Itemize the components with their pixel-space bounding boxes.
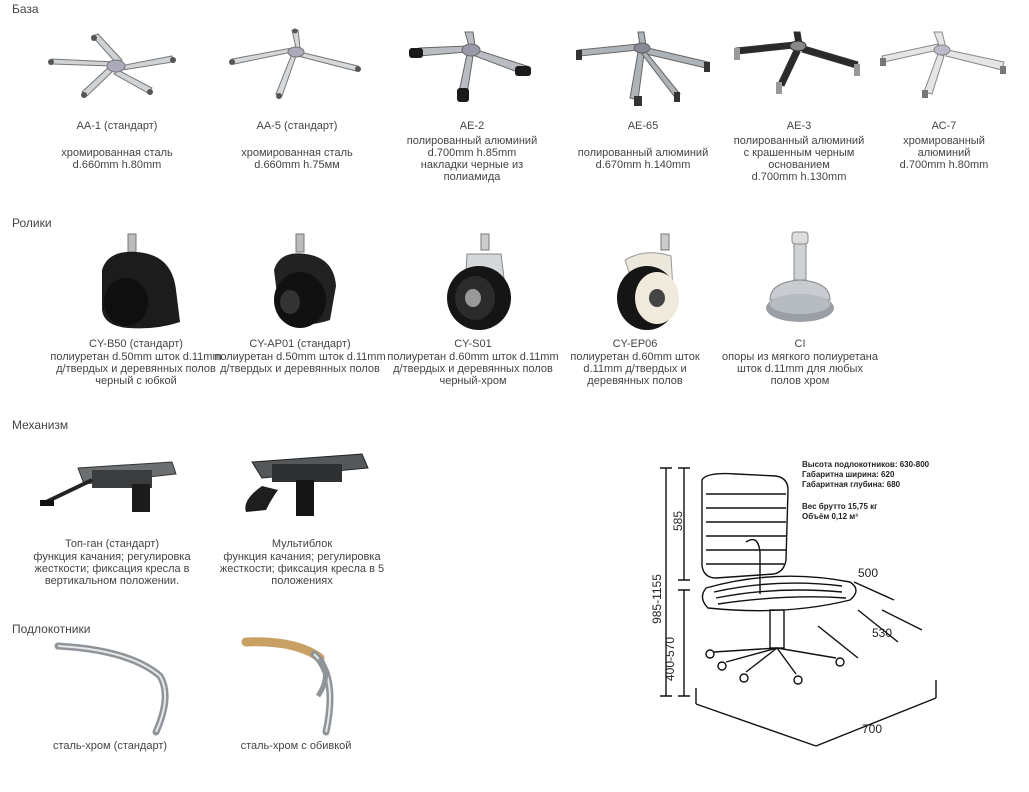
- base-desc: полированный алюминий с крашенным черным…: [733, 135, 865, 183]
- base-item: АС-7 хромированный алюминий d.700mm h.80…: [874, 26, 1014, 171]
- spec-armrest-height: Высота подлокотников: 630-800: [802, 460, 930, 469]
- base-desc: полированный алюминий d.670mm h.140mm: [577, 147, 709, 171]
- base-item: АЕ-3 полированный алюминий с крашенным ч…: [724, 26, 874, 183]
- base-name: АЕ-2: [459, 120, 485, 132]
- caster-name: CY-AP01 (стандарт): [249, 338, 351, 350]
- base-desc: хромированный алюминий d.700mm h.80mm: [899, 135, 989, 171]
- base-name: АС-7: [931, 120, 957, 132]
- mechanism-topgun-image: [40, 461, 177, 512]
- base-name: АА-1 (стандарт): [76, 120, 158, 132]
- caster-cys01-image: [447, 233, 511, 330]
- armrest-name: сталь-хром с обивкой: [240, 740, 352, 752]
- base-ae3-image: [734, 31, 860, 94]
- mechanism-name: Мультиблок: [271, 538, 333, 550]
- base-item: АЕ-2 полированный алюминий d.700mm h.85m…: [392, 26, 552, 183]
- caster-item: CY-B50 (стандарт) полиуретан d.50mm шток…: [46, 230, 226, 387]
- dim-total: 985-1155: [649, 574, 664, 624]
- base-desc: полированный алюминий d.700mm h.85mm нак…: [406, 135, 538, 183]
- armrest-padded-image: [241, 637, 334, 736]
- base-item: АА-1 (стандарт) хромированная сталь d.66…: [42, 26, 192, 171]
- spec-overall-depth: Габаритная глубина: 680: [802, 480, 901, 489]
- dim-seat-width: 500: [858, 566, 879, 580]
- base-name: АЕ-3: [786, 120, 812, 132]
- diagram-specs: Высота подлокотников: 630-800 Габаритна …: [802, 460, 929, 522]
- caster-item: CY-S01 полиуретан d.60mm шток d.11mm д/т…: [383, 230, 563, 387]
- chair-dimension-diagram: [660, 467, 937, 747]
- section-title-base: База: [12, 2, 39, 16]
- armrest-chrome-image: [54, 642, 169, 736]
- spec-overall-width: Габаритна ширина: 620: [802, 470, 895, 479]
- mechanism-desc: функция качания; регулировка жесткости; …: [33, 551, 191, 587]
- base-name: АЕ-65: [627, 120, 659, 132]
- base-ac7-image: [880, 31, 1006, 98]
- mechanism-item: Мультиблок функция качания; регулировка …: [212, 440, 392, 587]
- mechanism-desc: функция качания; регулировка жесткости; …: [219, 551, 385, 587]
- mechanism-item: Топ-ган (стандарт) функция качания; регу…: [32, 440, 192, 587]
- caster-cyep06-image: [617, 233, 679, 330]
- base-ae2-image: [409, 31, 531, 102]
- armrest-name: сталь-хром (стандарт): [52, 740, 168, 752]
- caster-item: CY-AP01 (стандарт) полиуретан d.50mm што…: [210, 230, 390, 375]
- caster-cyap01-image: [274, 233, 336, 328]
- base-item: АА-5 (стандарт) хромированная сталь d.66…: [222, 26, 372, 171]
- dim-back: 585: [671, 510, 686, 532]
- caster-name: CY-EP06: [612, 338, 658, 350]
- caster-name: CY-B50 (стандарт): [89, 338, 183, 350]
- base-desc: хромированная сталь d.660mm h.75мм: [241, 147, 353, 171]
- armrest-item: сталь-хром с обивкой: [226, 636, 366, 753]
- base-aa1-image: [48, 33, 176, 98]
- caster-desc: полиуретан d.60mm шток d.11mm д/твердых …: [570, 351, 700, 387]
- caster-desc: полиуретан d.50mm шток d.11mm д/твердых …: [50, 351, 222, 387]
- caster-item: CI опоры из мягкого полиуретана шток d.1…: [710, 230, 890, 387]
- dim-seat-depth: 530: [872, 626, 893, 640]
- dim-seat-height: 400-570: [663, 636, 678, 682]
- section-title-mechanism: Механизм: [12, 418, 69, 432]
- mechanism-name: Топ-ган (стандарт): [65, 538, 159, 550]
- spec-weight: Вес брутто 15,75 кг: [802, 502, 878, 511]
- base-ae65-image: [576, 31, 710, 106]
- section-title-armrests: Подлокотники: [12, 622, 91, 636]
- base-aa5-image: [229, 28, 361, 99]
- base-item: АЕ-65 полированный алюминий d.670mm h.14…: [568, 26, 718, 171]
- section-title-casters: Ролики: [12, 216, 52, 230]
- mechanism-multiblock-image: [245, 453, 369, 516]
- base-desc: хромированная сталь d.660mm h.80mm: [61, 147, 173, 171]
- caster-desc: опоры из мягкого полиуретана шток d.11mm…: [722, 351, 878, 387]
- dim-base: 700: [862, 722, 883, 736]
- caster-item: CY-EP06 полиуретан d.60mm шток d.11mm д/…: [560, 230, 710, 387]
- caster-name: CI: [794, 338, 806, 350]
- caster-desc: полиуретан d.60mm шток d.11mm д/твердых …: [387, 351, 559, 387]
- caster-ci-image: [766, 231, 834, 322]
- caster-desc: полиуретан d.50mm шток d.11mm д/твердых …: [214, 351, 386, 375]
- armrest-item: сталь-хром (стандарт): [40, 636, 180, 753]
- caster-cyb50-image: [102, 233, 180, 329]
- base-name: АА-5 (стандарт): [256, 120, 338, 132]
- caster-name: CY-S01: [454, 338, 492, 350]
- spec-volume: Объём 0,12 м³: [802, 512, 858, 521]
